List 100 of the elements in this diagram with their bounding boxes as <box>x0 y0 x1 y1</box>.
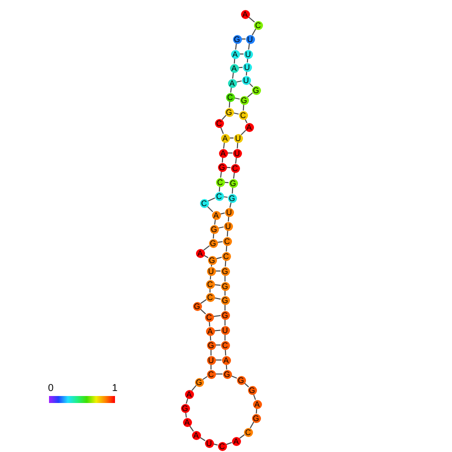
nucleotide-circle: G <box>220 282 230 290</box>
base-pair-line <box>215 270 221 272</box>
backbone-line <box>224 319 226 326</box>
backbone-line <box>218 186 220 192</box>
nucleotide-circle: C <box>206 280 214 288</box>
nucleotide-circle: G <box>224 108 234 116</box>
nucleotide-circle: U <box>220 326 230 334</box>
backbone-line <box>210 364 212 370</box>
nucleotide-circle: U <box>242 62 252 72</box>
nucleotide-circle: A <box>182 418 192 426</box>
backbone-line <box>228 216 230 222</box>
nucleotide-circle: G <box>222 370 232 378</box>
nucleotide-circle: C <box>218 442 226 450</box>
nucleotide-circle: G <box>252 86 260 94</box>
nucleotide-circle: C <box>216 178 224 186</box>
nucleotide-circle: G <box>208 238 218 248</box>
backbone-line <box>222 157 224 163</box>
backbone-line <box>224 275 226 282</box>
backbone-line <box>226 442 232 445</box>
nucleotide-circle: U <box>232 148 242 158</box>
nucleotide-circle: C <box>214 118 224 128</box>
backbone-line <box>236 142 238 149</box>
nucleotide-circle: C <box>222 236 232 246</box>
base-pair-line <box>236 80 242 83</box>
nucleotide-circle: C <box>220 340 230 350</box>
nucleotide-circle: G <box>192 302 202 310</box>
base-pair-line <box>214 330 221 332</box>
nucleotide-circle: C <box>230 164 240 172</box>
backbone-line <box>200 299 207 304</box>
nucleotide-circle: U <box>234 134 242 142</box>
nucleotide-circle: A <box>218 148 228 158</box>
backbone-line <box>253 394 256 400</box>
backbone-line <box>224 334 226 341</box>
backbone-line <box>224 260 226 267</box>
backbone-line <box>206 206 214 212</box>
nucleotide-circle: U <box>224 208 234 216</box>
nucleotide-circle: A <box>222 356 230 364</box>
nucleotide-circle: C <box>206 370 216 378</box>
backbone-line <box>208 321 210 327</box>
nucleotide-circle: C <box>206 292 214 302</box>
nucleotide-circle: A <box>252 400 262 408</box>
backbone-line <box>239 434 245 439</box>
nucleotide-circle: G <box>210 224 218 234</box>
backbone-line <box>242 104 244 111</box>
nucleotide-circle: U <box>224 222 232 230</box>
backbone-line <box>228 101 230 108</box>
base-pair-line <box>212 315 222 317</box>
nucleotide-circle: A <box>192 430 200 440</box>
nucleotide-circle: A <box>196 248 204 258</box>
scale-label: 1 <box>112 384 118 394</box>
backbone-line <box>212 233 214 239</box>
backbone-line <box>226 230 228 237</box>
nucleotide-circle: G <box>220 266 230 276</box>
nucleotide-circle: U <box>204 438 214 448</box>
nucleotide-circle: A <box>220 134 230 142</box>
backbone-line <box>244 382 250 388</box>
nucleotide-circle: U <box>206 266 216 276</box>
nucleotide-circle: G <box>206 340 216 350</box>
nucleotide-circle: G <box>208 256 216 264</box>
nucleotide-circle: G <box>236 376 246 384</box>
base-pair-line <box>227 152 233 154</box>
nucleotide-circle: G <box>232 34 242 44</box>
nucleotide-circle: A <box>212 210 220 220</box>
backbone-line <box>222 114 226 120</box>
backbone-line <box>240 130 246 136</box>
nucleotide-circle: G <box>252 414 260 422</box>
nucleotide-circle: G <box>220 310 230 320</box>
nucleotide-circle: U <box>246 34 254 44</box>
backbone-line <box>224 349 226 356</box>
backbone-line <box>208 197 216 202</box>
backbone-line <box>200 308 206 314</box>
nucleotide-circle: C <box>238 110 248 120</box>
nucleotide-circle: U <box>244 50 252 58</box>
nucleotide-circle: C <box>204 312 214 322</box>
backbone-line <box>210 264 212 268</box>
backbone-line <box>256 408 258 414</box>
nucleotide-circle: A <box>244 122 254 132</box>
backbone-line <box>234 58 236 64</box>
nucleotide-circle: C <box>200 198 208 208</box>
backbone-line <box>202 376 208 380</box>
backbone-line <box>229 202 232 208</box>
backbone-line <box>210 349 212 356</box>
nucleotide-circle: A <box>230 64 238 72</box>
backbone-line <box>191 384 197 392</box>
backbone-line <box>226 364 228 370</box>
backbone-line <box>210 335 212 341</box>
backbone-line <box>246 92 254 98</box>
nucleotide-circle: G <box>194 378 204 386</box>
nucleotide-circle: C <box>254 20 262 30</box>
base-pair-line <box>215 344 221 346</box>
backbone-line <box>232 187 234 194</box>
backbone-line <box>226 245 228 252</box>
nucleotide-circle: A <box>206 326 214 336</box>
nucleotide-circle: A <box>240 10 250 18</box>
nucleotide-circle: A <box>184 390 194 398</box>
nucleotide-circle: G <box>248 386 256 394</box>
nucleotide-circle: U <box>242 76 250 84</box>
nucleotide-circle: G <box>228 178 238 188</box>
backbone-line <box>224 304 226 311</box>
base-pair-line <box>218 226 224 229</box>
